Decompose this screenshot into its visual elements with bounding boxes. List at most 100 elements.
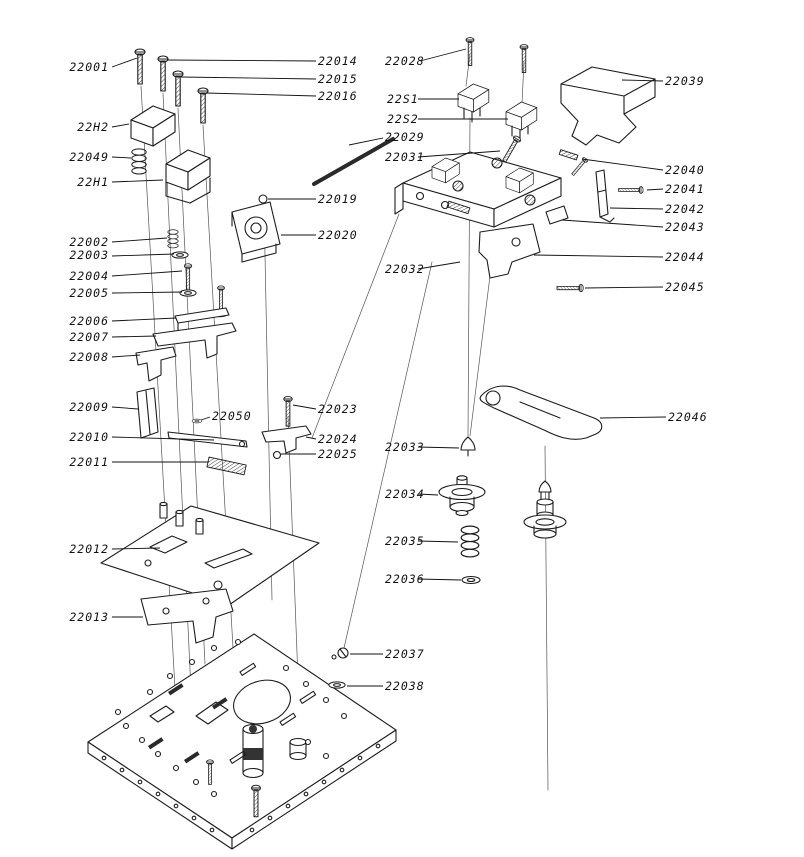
part-label-22031: 22031 — [385, 150, 425, 164]
part-label-22043: 22043 — [665, 220, 705, 234]
leader-line-22005 — [111, 291, 183, 294]
part-label-22046: 22046 — [668, 410, 708, 424]
part-22046-arm — [479, 385, 603, 440]
part-22029-rod — [312, 137, 395, 186]
part-label-22044: 22044 — [665, 250, 705, 264]
part-label-22012: 22012 — [69, 542, 109, 556]
part-label-22034: 22034 — [385, 487, 425, 501]
part-label-22041: 22041 — [665, 182, 705, 196]
leader-line-22050 — [200, 416, 211, 421]
part-22H2-bracket — [130, 105, 176, 147]
part-label-22033: 22033 — [385, 440, 425, 454]
leader-line-22034 — [417, 493, 439, 496]
part-label-22042: 22042 — [665, 202, 705, 216]
leader-line-22041 — [646, 188, 664, 191]
part-22043-bracket — [545, 205, 569, 225]
part-label-22S1: 22S1 — [387, 92, 419, 106]
labels-layer: 2200122H22204922H12200222003220042200522… — [69, 48, 708, 693]
leader-line-22024 — [305, 436, 317, 440]
part-22014-screw — [157, 55, 169, 92]
leader-line-22012 — [111, 547, 161, 550]
leader-line-22029 — [348, 137, 384, 146]
part-label-22023: 22023 — [318, 402, 358, 416]
leader-line-22023 — [292, 404, 317, 410]
part-label-22004: 22004 — [69, 269, 109, 283]
part-label-22020: 22020 — [318, 228, 358, 242]
part-label-22009: 22009 — [69, 400, 109, 414]
leader-line-22009 — [111, 406, 139, 410]
leader-line-22015 — [180, 76, 317, 80]
right-pulley — [523, 480, 567, 539]
leader-line-22033 — [417, 446, 460, 449]
part-22011-spring — [206, 456, 247, 476]
leader-line-22007 — [111, 335, 157, 338]
leader-line-22003 — [111, 253, 175, 257]
part-label-22016: 22016 — [318, 89, 358, 103]
leader-line-22H2 — [111, 123, 130, 128]
part-22004-screw — [183, 263, 193, 291]
part-label-22008: 22008 — [69, 350, 109, 364]
part-22025-ring — [272, 450, 282, 460]
part-label-22005: 22005 — [69, 286, 109, 300]
part-22037-clip — [331, 647, 349, 660]
part-22012-chassis — [100, 501, 320, 606]
part-22005-washer — [179, 289, 197, 297]
part-label-22040: 22040 — [665, 163, 705, 177]
leader-line-22042 — [609, 207, 664, 210]
part-22006-clip — [174, 307, 230, 332]
leader-line-22H1 — [111, 179, 164, 183]
part-22009-bracket — [136, 387, 159, 439]
part-label-22015: 22015 — [318, 72, 358, 86]
part-label-22039: 22039 — [665, 74, 705, 88]
part-label-22013: 22013 — [69, 610, 109, 624]
part-22040-screw-spring — [558, 149, 589, 177]
part-22042-lever — [595, 169, 615, 223]
part-label-22019: 22019 — [318, 192, 358, 206]
artwork — [87, 37, 656, 850]
leader-line-22004 — [111, 270, 183, 277]
part-22008-bracket — [135, 346, 177, 382]
part-22S2-switch — [505, 101, 538, 141]
part-label-22038: 22038 — [385, 679, 425, 693]
leader-line-22049 — [111, 156, 132, 159]
part-label-22S2: 22S2 — [387, 112, 419, 126]
leader-line-22035 — [417, 540, 459, 543]
part-22007-bracket — [152, 322, 237, 359]
part-label-22H2: 22H2 — [77, 120, 109, 134]
part-22003-washer — [171, 251, 189, 259]
leader-line-22046 — [599, 416, 667, 419]
part-22049-spring — [131, 148, 147, 175]
leader-line-22036 — [417, 578, 462, 581]
part-22S1-switch — [457, 83, 490, 123]
part-label-22050: 22050 — [212, 409, 252, 423]
part-label-22035: 22035 — [385, 534, 425, 548]
part-label-22036: 22036 — [385, 572, 425, 586]
part-22038-washer — [328, 681, 346, 689]
part-label-22032: 22032 — [385, 262, 425, 276]
part-label-22011: 22011 — [69, 455, 109, 469]
part-label-22010: 22010 — [69, 430, 109, 444]
part-22035-spring — [460, 525, 480, 558]
part-label-22045: 22045 — [665, 280, 705, 294]
part-label-22029: 22029 — [385, 130, 425, 144]
part-22033-cap — [460, 436, 476, 457]
part-22034-pulley — [438, 475, 486, 517]
leader-line-22008 — [111, 354, 141, 358]
part-label-22049: 22049 — [69, 150, 109, 164]
part-22028-screws — [465, 37, 529, 74]
part-label-22037: 22037 — [385, 647, 425, 661]
leader-line-22032 — [417, 261, 461, 270]
part-22044-bracket — [478, 223, 541, 279]
part-label-22001: 22001 — [69, 60, 109, 74]
leader-line-22001 — [111, 57, 138, 68]
leader-line-22043 — [561, 219, 664, 228]
part-22013-bracket — [140, 588, 234, 644]
part-22015-screw — [172, 70, 184, 107]
part-22036-washer — [461, 575, 481, 585]
part-label-22024: 22024 — [318, 432, 358, 446]
leader-line-22039 — [621, 79, 664, 82]
part-22001-screw — [134, 48, 146, 85]
leader-line-22044 — [533, 254, 664, 258]
